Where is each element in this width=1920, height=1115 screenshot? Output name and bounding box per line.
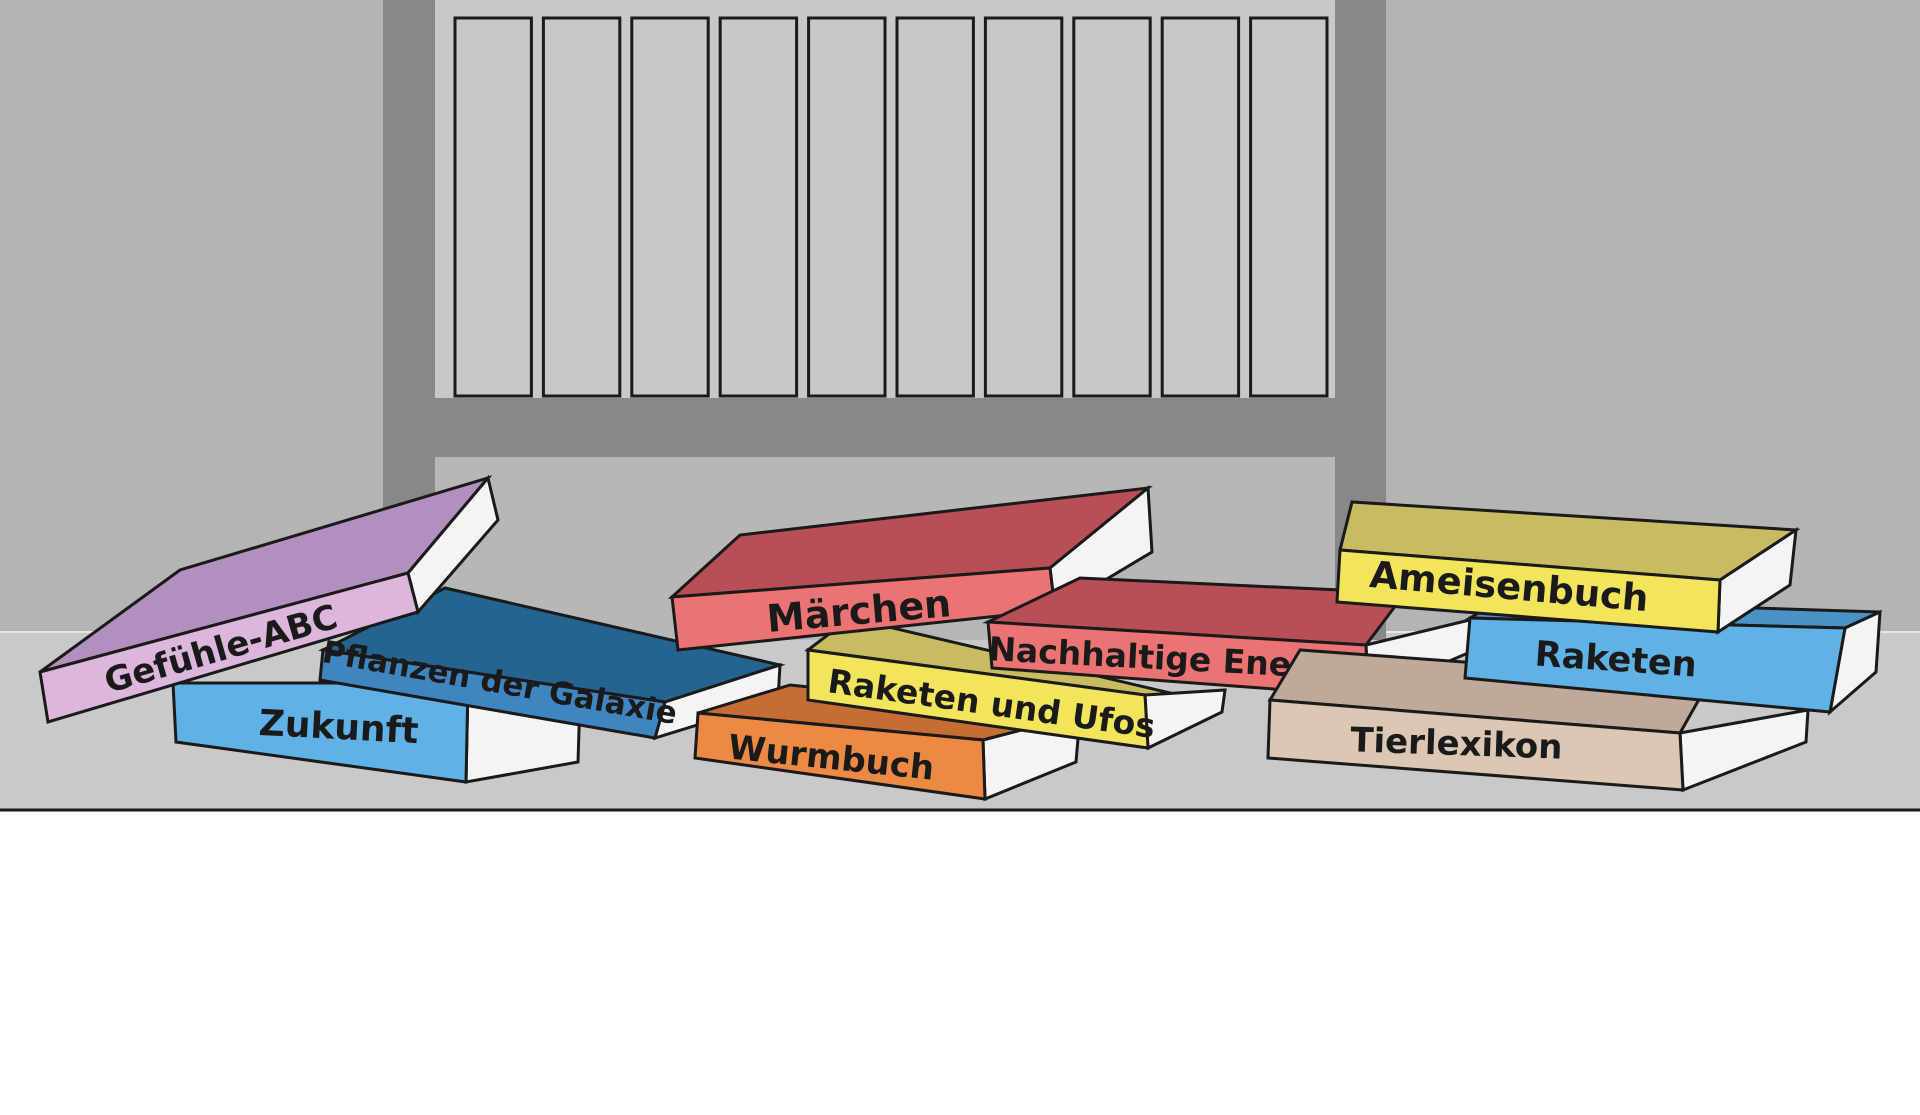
shelf-slot[interactable] — [983, 16, 1064, 398]
below-area — [0, 810, 1920, 1115]
book-spine — [806, 648, 1150, 750]
shelf-slot[interactable] — [1072, 16, 1152, 398]
shelf-slot[interactable] — [1249, 16, 1329, 398]
book-pile: Zukunft Pflanzen der Galaxie Gefühle-ABC… — [38, 474, 1882, 802]
shelf-slot[interactable] — [895, 16, 975, 398]
book-nachhaltige-energie[interactable]: Nachhaltige Energie — [982, 576, 1480, 699]
shelf-slots — [453, 16, 1329, 398]
shelf-slot[interactable] — [541, 16, 622, 398]
book-tierlexikon[interactable]: Tierlexikon — [1266, 648, 1810, 793]
book-title: Zukunft — [258, 703, 420, 752]
shelf-slot[interactable] — [718, 16, 799, 398]
book-spine — [38, 571, 420, 724]
book-ameisenbuch[interactable]: Ameisenbuch — [1335, 500, 1801, 635]
book-title: Tierlexikon — [1350, 720, 1564, 767]
book-gefuehle-abc[interactable]: Gefühle-ABC — [38, 474, 500, 724]
shelf-slot[interactable] — [1160, 16, 1241, 398]
book-spine — [1335, 548, 1722, 634]
book-spine — [1266, 698, 1685, 792]
shelf-slot[interactable] — [453, 16, 533, 398]
book-pflanzen-der-galaxie[interactable]: Pflanzen der Galaxie — [318, 586, 786, 741]
book-spine — [318, 648, 667, 740]
shelf-slot[interactable] — [807, 16, 887, 398]
shelf-slot[interactable] — [630, 16, 710, 398]
book-spine — [693, 711, 987, 801]
